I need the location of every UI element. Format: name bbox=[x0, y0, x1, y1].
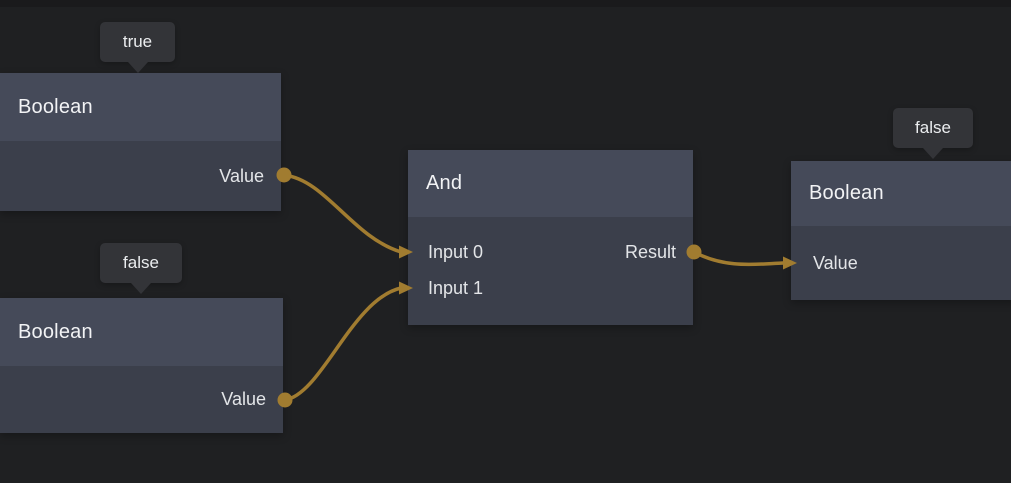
value-tooltip-text: false bbox=[915, 118, 951, 137]
input-port-label-value: Value bbox=[813, 252, 858, 273]
node-header[interactable]: Boolean bbox=[791, 161, 1011, 226]
node-and[interactable]: And Input 0 Result Input 1 bbox=[408, 150, 693, 325]
node-header[interactable]: Boolean bbox=[0, 73, 281, 141]
node-body: Value bbox=[0, 366, 283, 433]
canvas-top-edge bbox=[0, 0, 1011, 7]
node-body: Input 0 Result Input 1 bbox=[408, 217, 693, 325]
port-row: Input 1 bbox=[408, 270, 693, 306]
port-row: Input 0 Result bbox=[408, 234, 693, 270]
output-port-label-value: Value bbox=[221, 389, 266, 409]
wire-booltrue-to-and-input0[interactable] bbox=[282, 173, 403, 254]
wire-and-result-to-bool-value[interactable] bbox=[692, 250, 785, 267]
node-body: Value bbox=[791, 226, 1011, 300]
node-title: Boolean bbox=[18, 95, 93, 118]
input-port-label-input0: Input 0 bbox=[428, 241, 484, 262]
output-port-label-value: Value bbox=[219, 165, 264, 186]
port-row: Value bbox=[791, 245, 1011, 281]
node-title: Boolean bbox=[809, 182, 884, 204]
value-tooltip-text: true bbox=[122, 32, 153, 51]
node-header[interactable]: Boolean bbox=[0, 298, 283, 366]
wire-boolfalse-to-and-input1[interactable] bbox=[283, 286, 403, 402]
port-row: Value bbox=[0, 382, 283, 418]
node-boolean-result[interactable]: Boolean Value bbox=[791, 161, 1011, 300]
node-boolean-false[interactable]: Boolean Value bbox=[0, 298, 283, 433]
value-tooltip-true: true bbox=[100, 22, 175, 62]
port-row: Value bbox=[0, 158, 281, 194]
value-tooltip-text: false bbox=[123, 253, 159, 272]
output-port-label-result: Result bbox=[624, 241, 676, 262]
node-title: Boolean bbox=[18, 320, 93, 343]
node-boolean-true[interactable]: Boolean Value bbox=[0, 73, 281, 211]
value-tooltip-result-false: false bbox=[893, 108, 973, 148]
input-port-label-input1: Input 1 bbox=[428, 277, 484, 298]
value-tooltip-false: false bbox=[100, 243, 182, 283]
node-header[interactable]: And bbox=[408, 150, 693, 217]
node-body: Value bbox=[0, 141, 281, 211]
node-title: And bbox=[426, 172, 463, 194]
